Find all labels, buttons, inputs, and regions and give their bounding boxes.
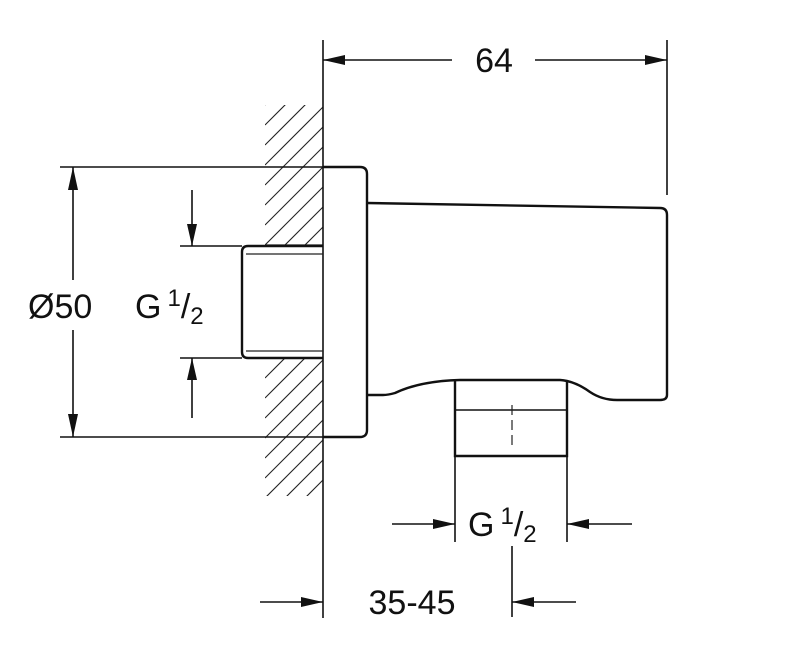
hatch-line <box>265 379 323 439</box>
inlet-nipple <box>240 244 323 360</box>
outlet-nipple <box>453 380 569 458</box>
hatch-line <box>306 479 323 496</box>
wall-hatch-lower <box>265 358 323 558</box>
hatch-line <box>265 247 323 305</box>
hatch-line <box>265 358 286 379</box>
dimension-label-35-45: 35-45 <box>369 584 456 622</box>
hatch-line <box>286 459 323 496</box>
hatch-line <box>265 105 286 126</box>
dimension-label-64: 64 <box>475 42 513 80</box>
hatch-line <box>265 500 323 558</box>
dimension-35-45: 35-45 <box>260 546 576 622</box>
hatch-line <box>265 419 323 479</box>
hatch-line <box>265 106 323 166</box>
hatch-line <box>265 105 306 146</box>
hatch-line <box>265 126 323 186</box>
hatch-line <box>265 399 323 459</box>
hatch-line <box>265 358 306 399</box>
hatch-line <box>265 358 266 359</box>
flange <box>323 165 369 439</box>
hatch-line <box>304 226 323 245</box>
hatch-line <box>265 186 323 245</box>
body <box>366 201 669 402</box>
dimension-diameter: Ø50 <box>28 166 323 438</box>
hatch-line <box>265 105 266 106</box>
hatch-line <box>265 166 323 226</box>
hatch-line <box>266 439 323 496</box>
wall-hatch-upper <box>265 105 323 305</box>
hatch-line <box>284 206 323 245</box>
hatch-line <box>265 146 323 206</box>
dimension-64: 64 <box>323 42 667 80</box>
hatch-line <box>265 359 323 419</box>
dimension-label-diameter: Ø50 <box>28 288 92 326</box>
